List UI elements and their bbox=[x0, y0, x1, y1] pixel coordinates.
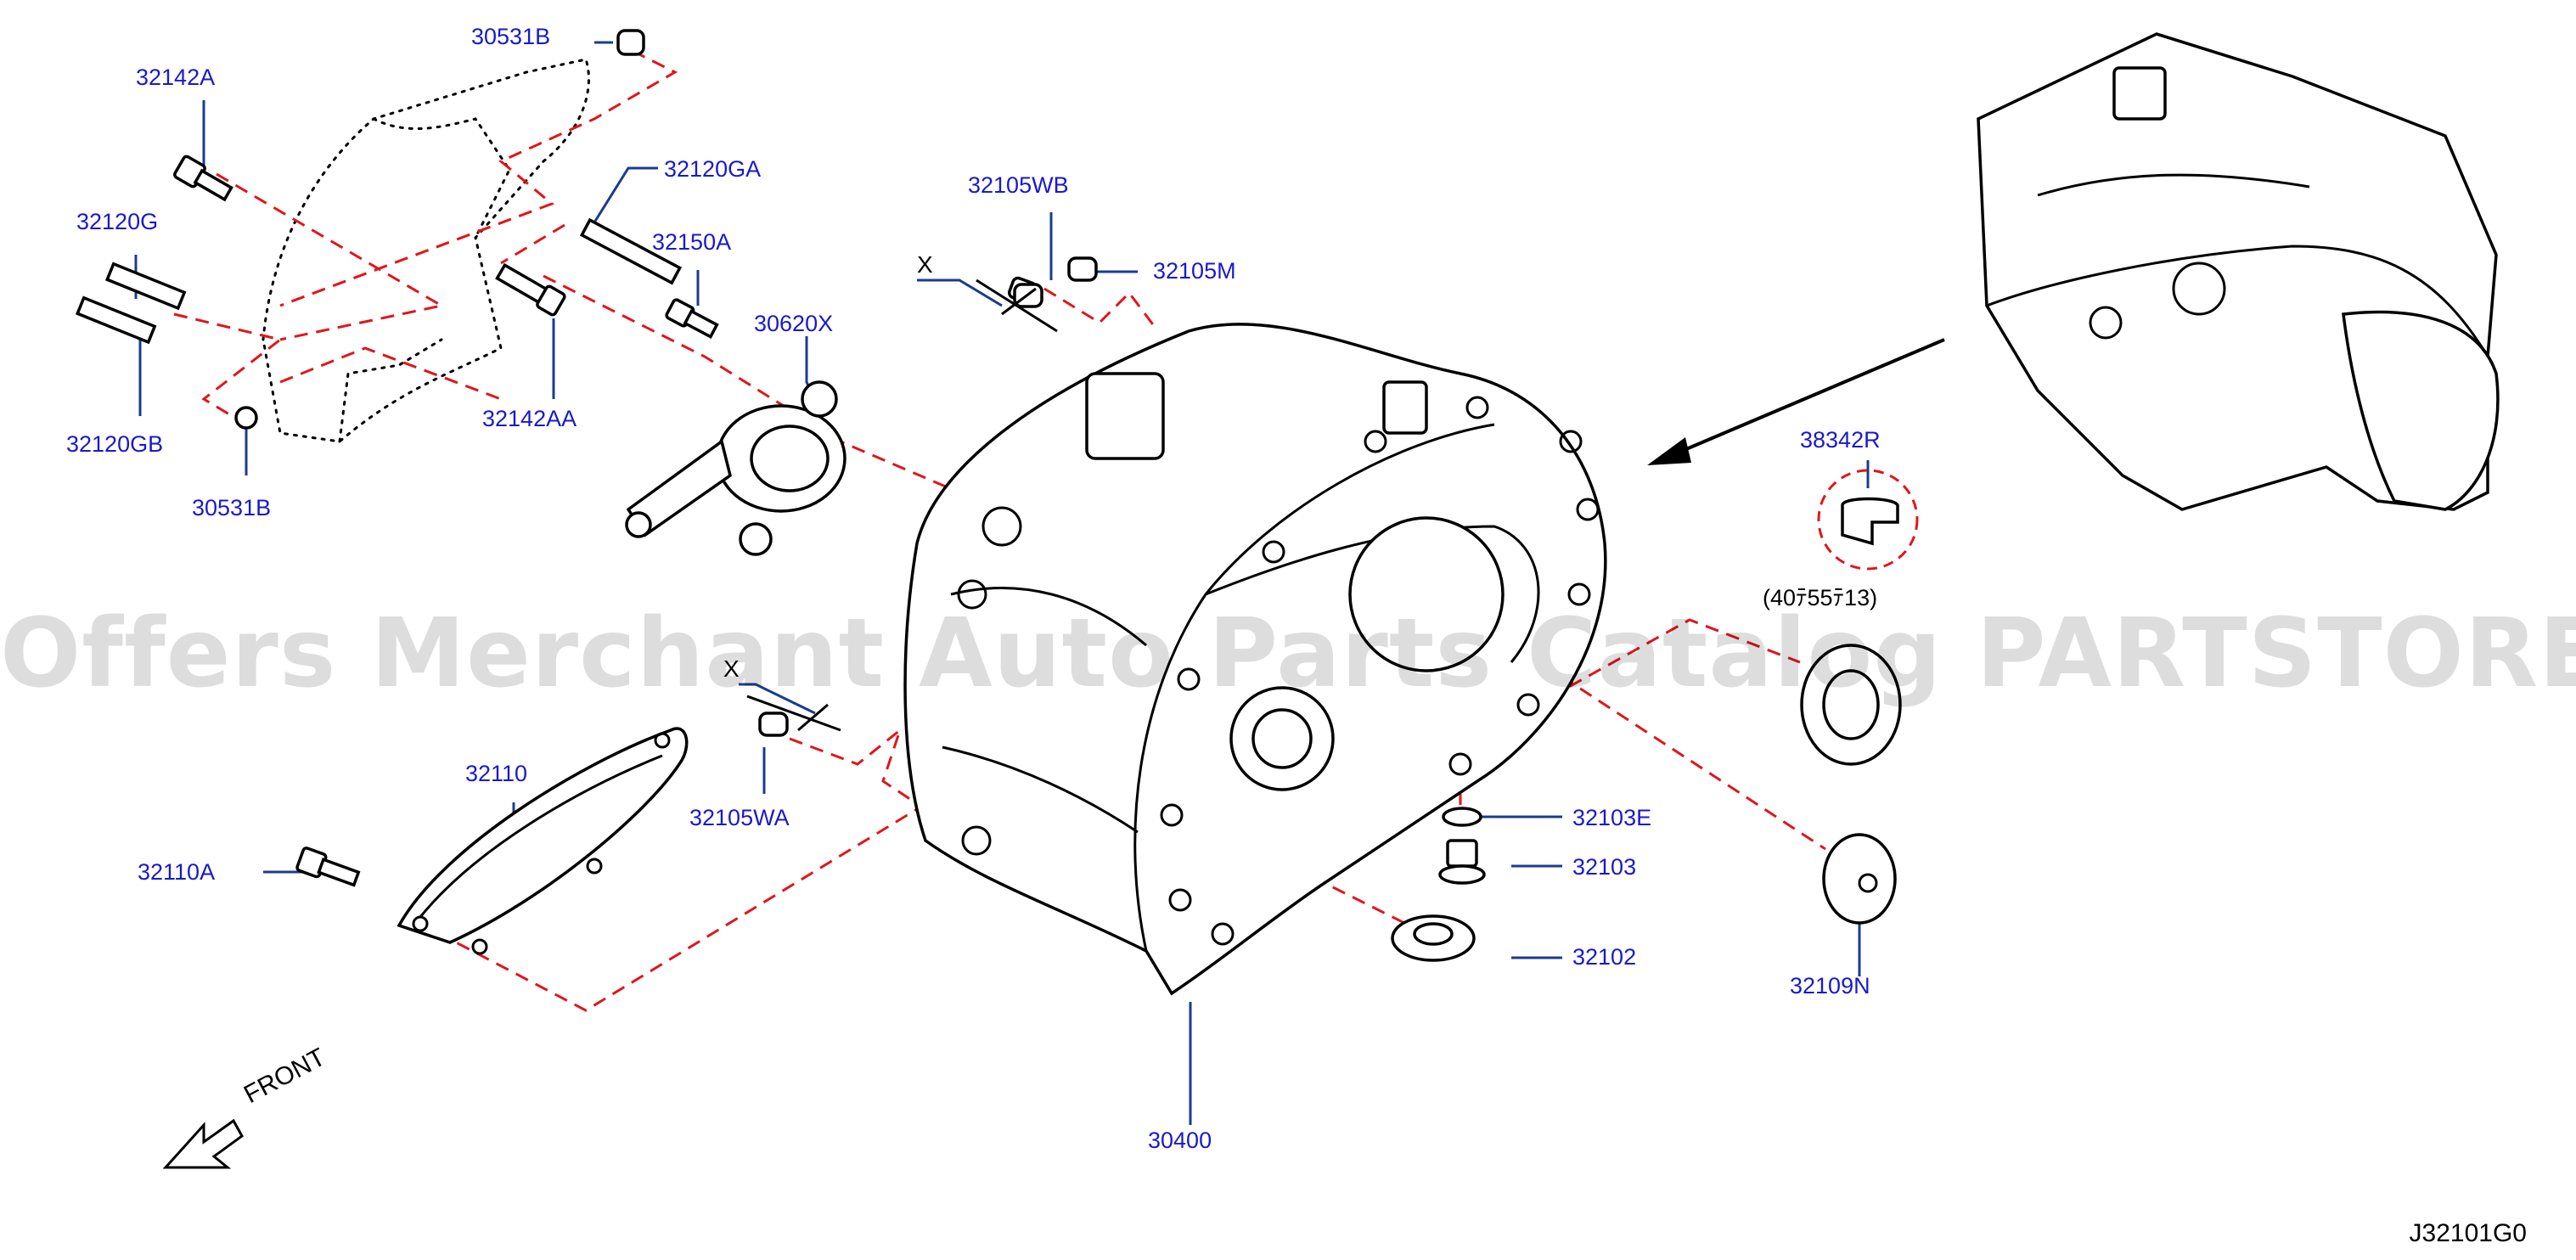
callout-32103[interactable]: 32103 bbox=[1572, 854, 1637, 880]
callout-32105M[interactable]: 32105M bbox=[1153, 258, 1236, 284]
callout-32110[interactable]: 32110 bbox=[465, 761, 528, 786]
callout-32102[interactable]: 32102 bbox=[1572, 944, 1637, 970]
x-marker-lower: X bbox=[723, 655, 740, 682]
callout-32120GB[interactable]: 32120GB bbox=[66, 431, 164, 457]
front-arrow bbox=[162, 1118, 244, 1169]
callout-32109N[interactable]: 32109N bbox=[1790, 973, 1870, 998]
callout-32120G[interactable]: 32120G bbox=[76, 209, 159, 234]
callout-32142AA[interactable]: 32142AA bbox=[482, 406, 577, 431]
assembly-arrow bbox=[1647, 338, 1945, 465]
callout-38342R[interactable]: 38342R bbox=[1800, 427, 1881, 453]
transmission-case bbox=[903, 323, 1607, 996]
callout-32105WA[interactable]: 32105WA bbox=[689, 805, 790, 830]
clutch-release-cylinder bbox=[625, 380, 846, 556]
bracket-dotted-outline bbox=[262, 58, 590, 443]
callout-30620X[interactable]: 30620X bbox=[754, 311, 834, 336]
drain-plug-group bbox=[1391, 807, 1486, 962]
x-marker-upper: X bbox=[917, 251, 933, 278]
callout-32142A[interactable]: 32142A bbox=[136, 65, 216, 90]
callout-32150A[interactable]: 32150A bbox=[652, 229, 732, 255]
leader-lines bbox=[134, 41, 1870, 1125]
callout-30531B-top[interactable]: 30531B bbox=[471, 24, 551, 49]
seal-and-cap bbox=[1800, 469, 1919, 925]
callout-30531B-bottom[interactable]: 30531B bbox=[192, 495, 272, 520]
diagram-code: J32101G0 bbox=[2409, 1219, 2527, 1247]
callout-32110A[interactable]: 32110A bbox=[138, 859, 216, 885]
plugs-and-x-markers bbox=[746, 278, 1058, 737]
callout-30400[interactable]: 30400 bbox=[1148, 1128, 1212, 1153]
callout-32120GA[interactable]: 32120GA bbox=[664, 156, 762, 182]
seal-size-reference: (40ﾃ55ﾃ13) bbox=[1763, 585, 1878, 610]
cover-plate bbox=[295, 727, 689, 955]
callout-32105WB[interactable]: 32105WB bbox=[968, 172, 1069, 198]
fasteners-top-left bbox=[75, 29, 1098, 430]
callout-32103E[interactable]: 32103E bbox=[1572, 805, 1652, 830]
transmission-assembly bbox=[1977, 32, 2500, 511]
